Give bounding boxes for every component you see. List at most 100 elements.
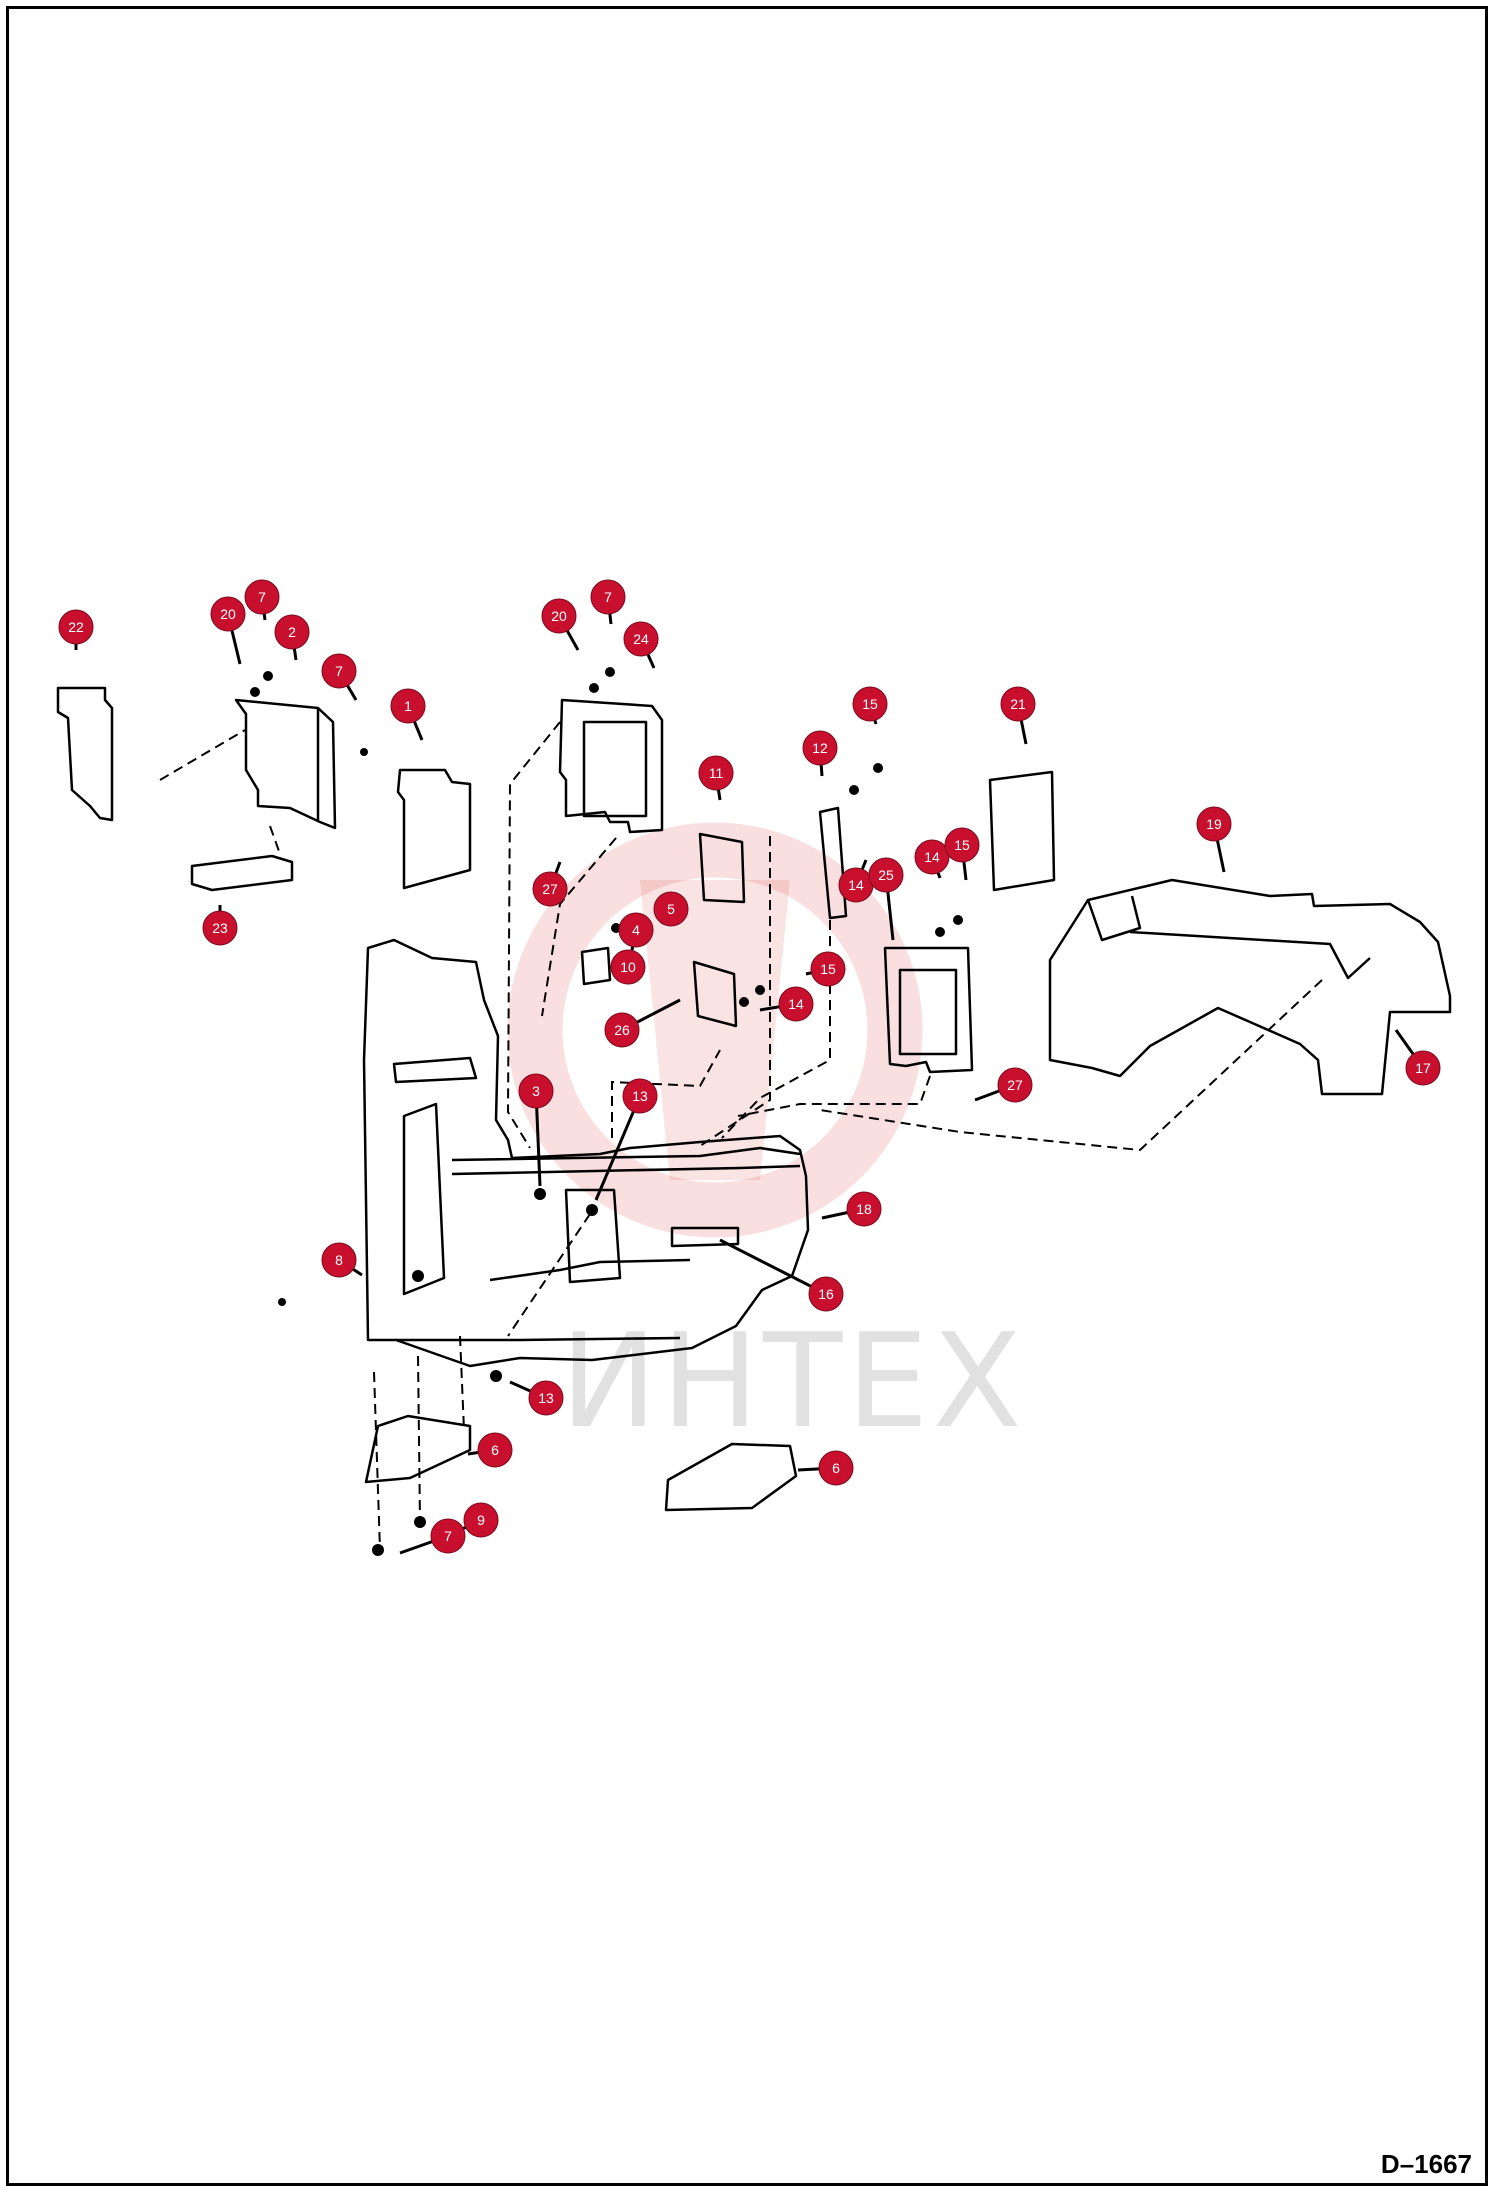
part-6-plate-left [364,1414,472,1484]
callout-badge [997,1067,1033,1103]
callout-number: 24 [633,631,649,647]
callout-19: 19 [1196,806,1232,873]
callout-number: 9 [477,1512,485,1528]
callout-number: 7 [335,663,343,679]
callout-number: 16 [818,1286,834,1302]
callout-badge [698,755,734,791]
callout-badge [477,1432,513,1468]
callout-number: 26 [614,1022,630,1038]
watermark-text: ИНТЕХ [560,1305,1026,1457]
part-22-bracket [56,686,114,822]
callout-13: 13 [509,1380,564,1416]
callout-number: 7 [258,589,266,605]
callout-27: 27 [974,1067,1033,1103]
watermark-gear [507,822,923,1238]
callout-badge [1405,1050,1441,1086]
callout-4: 4 [618,912,654,951]
assembly-lines [159,721,1323,1551]
callout-number: 20 [551,608,567,624]
callout-6: 6 [467,1432,513,1468]
part-19-frame [1048,878,1452,1096]
callout-number: 7 [604,589,612,605]
part-21-panel [988,770,1056,892]
callout-number: 14 [924,849,940,865]
callout-20: 20 [210,596,246,665]
callout-26: 26 [604,998,681,1048]
callout-number: 12 [812,740,828,756]
callout-badge [463,1502,499,1538]
callout-20: 20 [541,598,580,651]
callout-leader [594,1095,642,1201]
part-11-plate [698,832,746,904]
callout-number: 27 [1007,1077,1023,1093]
callout-22: 22 [58,609,94,650]
drawing-sheet [6,6,1488,2186]
callout-badge [810,951,846,987]
part-2-plate [234,698,337,830]
callout-badge [914,839,950,875]
callout-badge [1000,686,1036,722]
callout-badge [541,598,577,634]
callout-15: 15 [944,827,980,881]
callout-23: 23 [202,905,238,946]
hardware-marks [250,667,963,1556]
callout-number: 23 [212,920,228,936]
part-24-panel [558,698,664,834]
callout-14: 14 [759,986,814,1022]
callout-badge [274,614,310,650]
callout-25: 25 [868,857,904,941]
callout-number: 11 [709,765,724,781]
callout-27: 27 [532,861,568,907]
callout-number: 20 [220,606,236,622]
callout-badge [618,912,654,948]
callout-number: 3 [532,1083,540,1099]
callout-2: 2 [274,614,310,661]
callout-8: 8 [321,1242,363,1278]
callout-badge [623,621,659,657]
callout-5: 5 [653,891,689,927]
callout-number: 14 [788,996,804,1012]
callout-21: 21 [1000,686,1036,745]
callout-16: 16 [719,1238,844,1312]
callout-17: 17 [1394,1029,1441,1086]
callout-number: 22 [68,619,84,635]
callout-number: 15 [820,961,836,977]
callout-badge [802,730,838,766]
callout-number: 5 [667,901,675,917]
callout-badge [610,949,646,985]
callout-badge [58,609,94,645]
callout-number: 27 [542,881,558,897]
callout-number: 14 [848,877,864,893]
callout-number: 4 [632,922,640,938]
part-1-panel [396,768,472,890]
callout-badge [818,1450,854,1486]
callout-number: 18 [856,1201,872,1217]
callout-1: 1 [390,688,426,741]
callout-badge [868,857,904,893]
callout-7: 7 [244,579,280,621]
callout-9: 9 [459,1502,499,1538]
callout-number: 15 [954,837,970,853]
callout-number: 17 [1415,1060,1431,1076]
callout-number: 19 [1206,816,1222,832]
callout-badge [321,1242,357,1278]
callout-10: 10 [610,949,646,985]
callout-badge [202,910,238,946]
callout-badge [944,827,980,863]
callout-6: 6 [797,1450,854,1486]
callout-12: 12 [802,730,838,777]
callout-badge [604,1012,640,1048]
drawing-code: D–1667 [1380,2149,1472,2179]
main-chassis [362,938,810,1368]
part-25-frame [883,946,974,1074]
callout-number: 21 [1010,696,1026,712]
callout-18: 18 [821,1191,882,1227]
callout-number: 6 [832,1460,840,1476]
callout-badge [532,871,568,907]
callout-badge [653,891,689,927]
part-12-strip [818,806,848,920]
callout-number: 1 [404,698,412,714]
callout-badge [622,1078,658,1114]
callout-7: 7 [399,1518,466,1555]
